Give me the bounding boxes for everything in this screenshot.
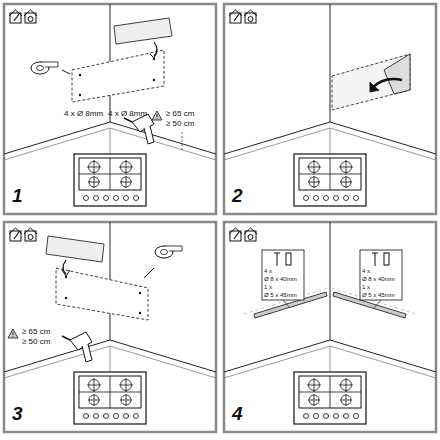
screw-spec: 1 x [264,284,272,290]
dimension: ≥ 65 cm [22,328,50,336]
screw-spec: 4 x [362,268,370,274]
dimension: ≥ 50 cm [166,120,194,128]
screw-spec: 1 x [362,284,370,290]
screw-spec: Ø 5 x 45mm [362,292,395,298]
screw-spec: Ø 8 x 40mm [264,276,297,282]
step-number: 3 [12,404,23,423]
dimension: ≥ 65 cm [166,110,194,118]
dimension: ≥ 50 cm [22,338,50,346]
hole-spec: 4 x Ø 8mm [108,110,147,118]
screw-spec: Ø 5 x 45mm [264,292,297,298]
step-number: 1 [12,186,23,205]
screw-spec: 4 x [264,268,272,274]
screw-spec: Ø 8 x 40mm [362,276,395,282]
hole-spec: 4 x Ø 8mm [64,110,103,118]
step-number: 2 [232,186,243,205]
step-number: 4 [232,404,243,423]
